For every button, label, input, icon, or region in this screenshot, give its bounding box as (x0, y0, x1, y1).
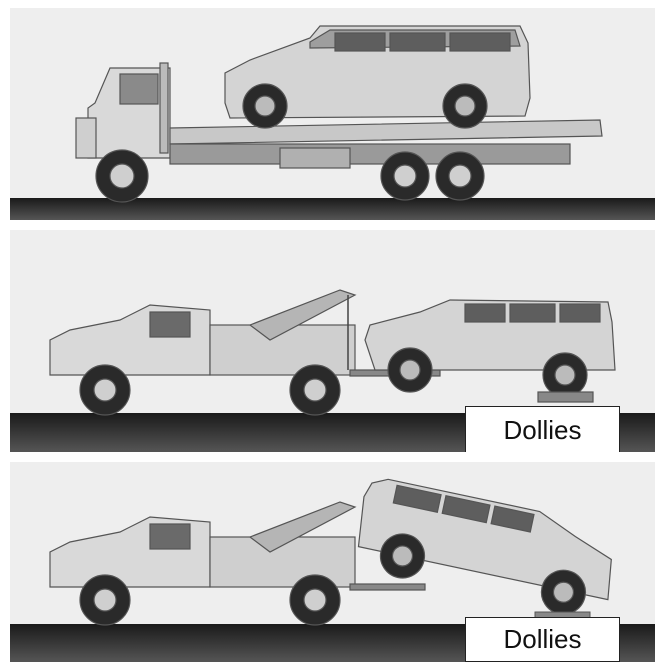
suv-vehicle (225, 26, 530, 128)
dolly (538, 392, 593, 402)
panel-wheel-lift-rear: Dollies (10, 462, 655, 662)
flatbed-illustration (10, 8, 655, 220)
suv-vehicle (349, 475, 623, 623)
dollies-label: Dollies (465, 617, 620, 662)
panel-flatbed (10, 8, 655, 220)
road (10, 198, 655, 220)
wheel-lift-arm (350, 584, 425, 590)
panel-wheel-lift-front: Dollies (10, 230, 655, 452)
suv-vehicle (365, 300, 615, 402)
dollies-label: Dollies (465, 406, 620, 452)
